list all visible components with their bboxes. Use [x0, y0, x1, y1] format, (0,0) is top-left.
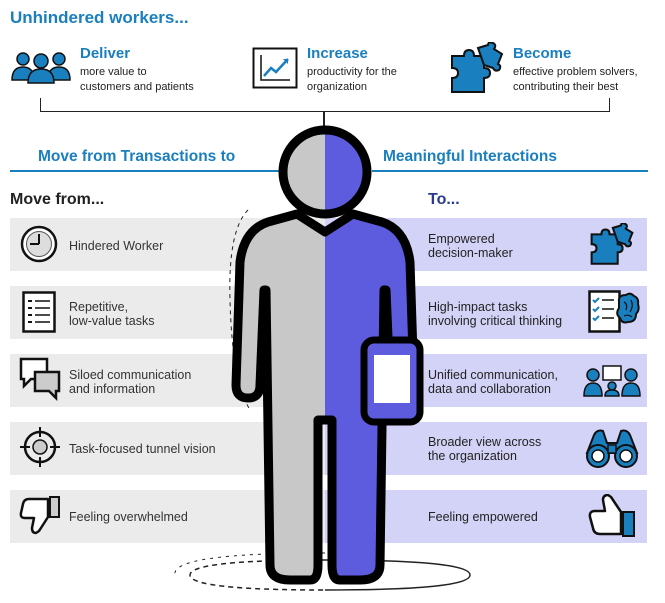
benefit-deliver-title: Deliver: [80, 45, 131, 62]
benefit-increase-desc-1: productivity for the: [307, 66, 397, 78]
from-text-line1: Hindered Worker: [69, 239, 164, 253]
benefit-become-title: Become: [513, 45, 572, 62]
from-text-line2: and information: [69, 382, 156, 396]
benefits-bracket: [40, 98, 610, 112]
benefit-become-desc-2: contributing their best: [513, 81, 619, 93]
section-rule-left: [10, 170, 280, 172]
section-heading-left: Move from Transactions to: [38, 148, 236, 165]
section-heading-right: Meaningful Interactions: [383, 148, 557, 165]
bracket-stem: [323, 112, 325, 132]
from-text-line1: Task-focused tunnel vision: [69, 442, 216, 456]
to-text-line1: Empowered: [428, 232, 495, 246]
benefit-increase-title: Increase: [307, 45, 368, 62]
to-text-line1: High-impact tasks: [428, 300, 528, 314]
thumbs-down-icon: [19, 495, 61, 535]
from-text-line2: low-value tasks: [69, 314, 155, 328]
to-text-line2: involving critical thinking: [428, 314, 563, 328]
benefit-become-desc-1: effective problem solvers,: [513, 66, 638, 78]
checklist-icon: [22, 291, 56, 333]
chart-icon: [252, 47, 298, 89]
from-text-line1: Siloed communication: [69, 368, 192, 382]
to-text-line1: Broader view across: [428, 435, 542, 449]
checklist-brain-icon: [588, 290, 640, 334]
to-text-line2: decision-maker: [428, 246, 513, 260]
benefit-deliver-desc-1: more value to: [80, 66, 147, 78]
to-text-line2: the organization: [428, 449, 517, 463]
column-heading-from: Move from...: [10, 191, 105, 208]
benefit-deliver-desc-2: customers and patients: [80, 81, 194, 93]
clock-icon: [19, 224, 59, 264]
to-text-line1: Unified communication,: [428, 368, 558, 382]
from-text-line1: Repetitive,: [69, 300, 129, 314]
to-text-line2: data and collaboration: [428, 382, 552, 396]
page-title: Unhindered workers...: [10, 8, 189, 27]
thumbs-up-icon: [588, 494, 636, 538]
to-text-line1: Feeling empowered: [428, 510, 538, 524]
puzzle-icon: [448, 42, 506, 96]
team-communication-icon: [583, 364, 641, 398]
from-text-line1: Feeling overwhelmed: [69, 510, 188, 524]
binoculars-icon: [585, 427, 639, 469]
chat-bubbles-icon: [19, 357, 61, 401]
puzzle-icon: [588, 223, 636, 267]
crosshair-icon: [19, 426, 61, 468]
section-rule-right: [372, 170, 648, 172]
people-icon: [10, 50, 72, 84]
benefit-increase-desc-2: organization: [307, 81, 367, 93]
column-heading-to: To...: [428, 191, 460, 208]
